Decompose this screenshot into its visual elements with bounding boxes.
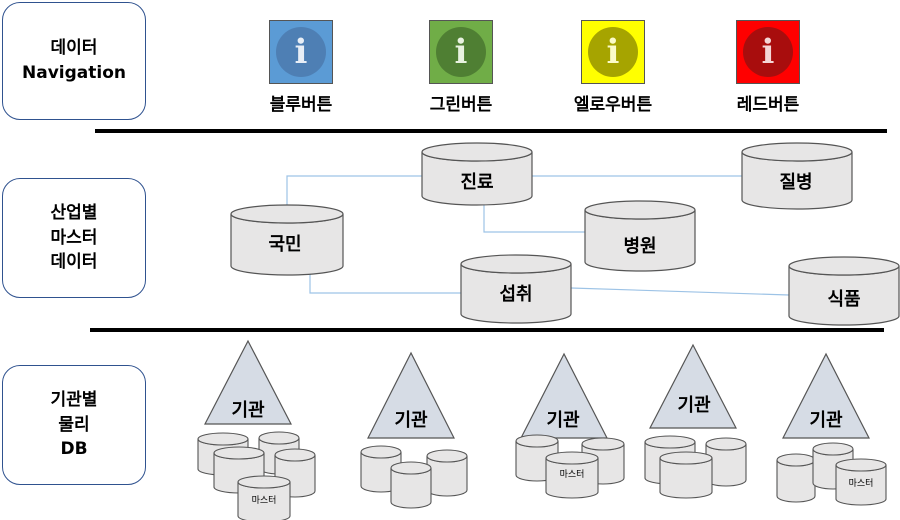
master-node-jinryo: 진료	[460, 172, 494, 193]
institution-triangle	[649, 343, 737, 429]
red-button-label: 레드버튼	[736, 95, 800, 115]
db-cylinder	[426, 449, 468, 497]
info-icon: i	[588, 27, 638, 77]
category-line: 마스터	[50, 227, 98, 248]
yellow-button-label: 엘로우버튼	[573, 95, 653, 115]
yellow-button[interactable]: i	[581, 20, 645, 84]
blue-button-label: 블루버튼	[269, 95, 333, 115]
connector-line	[286, 175, 422, 208]
institution-label: 기관	[546, 410, 580, 431]
section-divider	[90, 328, 884, 332]
master-cylinder	[460, 254, 572, 324]
section-divider	[95, 129, 887, 133]
category-line: 산업별	[50, 203, 98, 224]
db-cylinder	[659, 451, 713, 499]
institution-label: 기관	[394, 410, 428, 431]
info-icon: i	[276, 27, 326, 77]
connector-line	[309, 268, 461, 294]
master-cylinder	[741, 142, 853, 210]
db-cylinder	[705, 437, 747, 487]
db-cylinder	[776, 453, 816, 503]
db-cylinder	[545, 451, 599, 499]
institution-master-label: 마스터	[251, 496, 277, 506]
red-button[interactable]: i	[736, 20, 800, 84]
institution-triangle	[367, 351, 455, 439]
navigation-category-box: 데이터 Navigation	[2, 2, 146, 120]
institution-label: 기관	[231, 400, 265, 421]
category-line: DB	[60, 439, 88, 460]
institution-triangle	[204, 339, 292, 425]
category-line: 기관별	[50, 390, 98, 411]
info-icon: i	[743, 27, 793, 77]
db-cylinder	[835, 458, 887, 506]
master-cylinder	[230, 204, 344, 276]
master-data-category-box: 산업별 마스터 데이터	[2, 178, 146, 298]
institution-label: 기관	[809, 410, 843, 431]
physical-db-category-box: 기관별 물리 DB	[2, 365, 146, 485]
category-line: 데이터	[50, 38, 98, 59]
info-icon: i	[436, 27, 486, 77]
institution-master-label: 마스터	[559, 470, 585, 480]
connector-line	[483, 196, 585, 233]
institution-triangle	[782, 352, 870, 439]
blue-button[interactable]: i	[269, 20, 333, 84]
db-cylinder	[390, 461, 432, 509]
master-cylinder	[584, 200, 696, 272]
connector-lines	[286, 175, 790, 296]
green-button[interactable]: i	[429, 20, 493, 84]
master-cylinder	[421, 142, 533, 206]
green-button-label: 그린버튼	[429, 95, 493, 115]
master-node-sikpum: 식품	[827, 289, 861, 310]
master-node-seopchwi: 섭취	[499, 284, 533, 305]
master-node-jilbyeong: 질병	[779, 172, 813, 193]
connector-line	[570, 287, 790, 296]
db-cylinder	[237, 475, 291, 520]
category-line: Navigation	[22, 63, 126, 83]
institution-triangle	[520, 352, 608, 439]
master-cylinder	[788, 256, 900, 326]
master-node-gukmin: 국민	[268, 234, 302, 255]
institution-label: 기관	[677, 395, 711, 416]
category-line: 물리	[58, 414, 90, 435]
institution-master-label: 마스터	[848, 479, 874, 489]
category-line: 데이터	[50, 252, 98, 273]
master-node-byeongwon: 병원	[623, 236, 657, 257]
